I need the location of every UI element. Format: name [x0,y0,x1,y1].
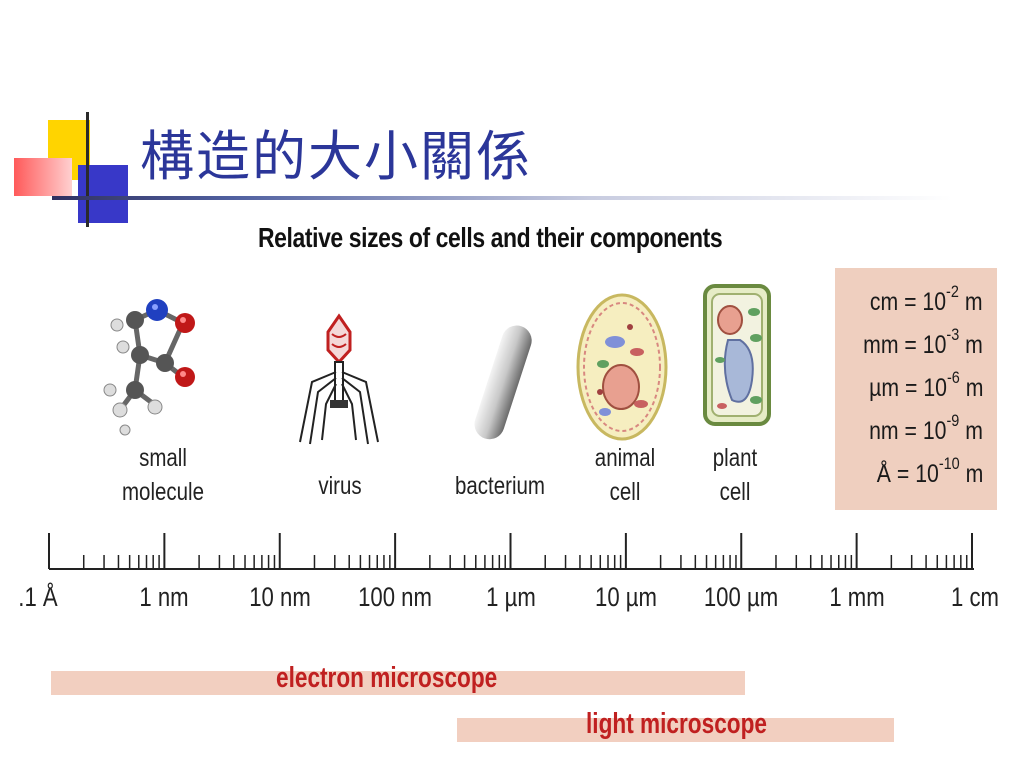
label-virus: virus [307,470,373,504]
unit-angstrom: Å = 10-10 m [876,454,983,488]
title-underline [52,196,952,200]
slide-title: 構造的大小關係 [140,125,532,188]
scale-tick-label: 10 µm [594,582,657,612]
small-molecule-illustration [103,299,195,436]
scale-tick-label: 100 µm [704,582,779,612]
label-animal-cell: animal cell [588,442,662,510]
label-small-molecule-line1: small [139,444,187,472]
title-decoration-vline [86,112,89,227]
scale-tick-label: 1 µm [485,582,536,612]
unit-mm: mm = 10-3 m [863,325,983,359]
light-microscope-range [457,718,894,742]
label-plant-cell-line1: plant [712,444,758,472]
label-bacterium-line1: bacterium [454,472,545,500]
animal-cell-illustration [576,293,668,441]
label-bacterium: bacterium [455,470,545,504]
light-microscope-label: light microscope [586,708,767,740]
title-decoration-red [14,158,72,196]
units-box: cm = 10-2 m mm = 10-3 m µm = 10-6 m nm =… [835,268,997,510]
unit-um: µm = 10-6 m [868,368,983,402]
scale-tick-label: 1 cm [951,582,999,612]
label-small-molecule-line2: molecule [121,477,205,506]
virus-illustration [299,313,379,445]
label-virus-line1: virus [318,472,362,500]
scale-tick-label: 1 nm [139,582,189,612]
scale-tick-label: 1 mm [828,582,885,612]
label-animal-cell-line2: cell [609,477,641,506]
scale-tick-label: 10 nm [248,582,311,612]
scale-tick-label: 100 nm [358,582,433,612]
bacterium-illustration [474,325,532,440]
plant-cell-illustration [703,284,771,426]
label-plant-cell: plant cell [702,442,768,510]
electron-microscope-label: electron microscope [276,662,498,694]
unit-nm: nm = 10-9 m [869,411,983,445]
label-small-molecule: small molecule [118,442,208,510]
scale-tick-label: .1 Å [18,582,58,612]
figure-title: Relative sizes of cells and their compon… [258,222,723,253]
log-scale-axis [48,533,974,570]
unit-cm: cm = 10-2 m [870,282,983,316]
label-plant-cell-line2: cell [719,477,751,506]
label-animal-cell-line1: animal [594,444,656,472]
electron-microscope-range [51,671,745,695]
